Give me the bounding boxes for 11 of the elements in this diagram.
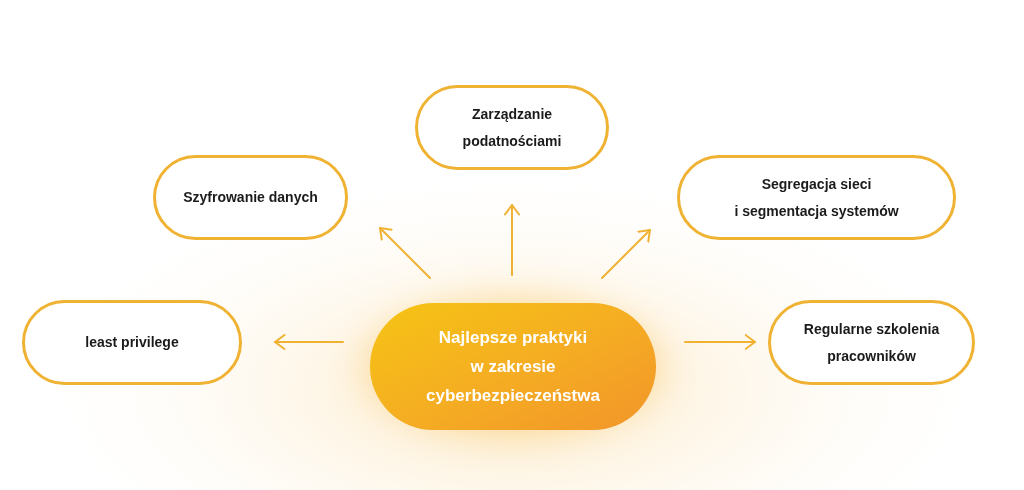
node-label: Najlepsze praktyki w zakresie cyberbezpieczeństwa <box>425 327 601 407</box>
arrow <box>601 229 651 279</box>
arrow <box>274 334 344 350</box>
arrow <box>504 204 520 276</box>
arrow <box>379 227 431 279</box>
node-label: Zarządzanie podatnościami <box>461 104 563 151</box>
node-label: least privilege <box>85 333 179 352</box>
arrow <box>684 334 756 350</box>
node-label: Szyfrowanie danych <box>183 188 318 207</box>
node-label: Regularne szkolenia pracowników <box>802 319 941 366</box>
node-label: Segregacja sieci i segmentacja systemów <box>733 174 900 221</box>
